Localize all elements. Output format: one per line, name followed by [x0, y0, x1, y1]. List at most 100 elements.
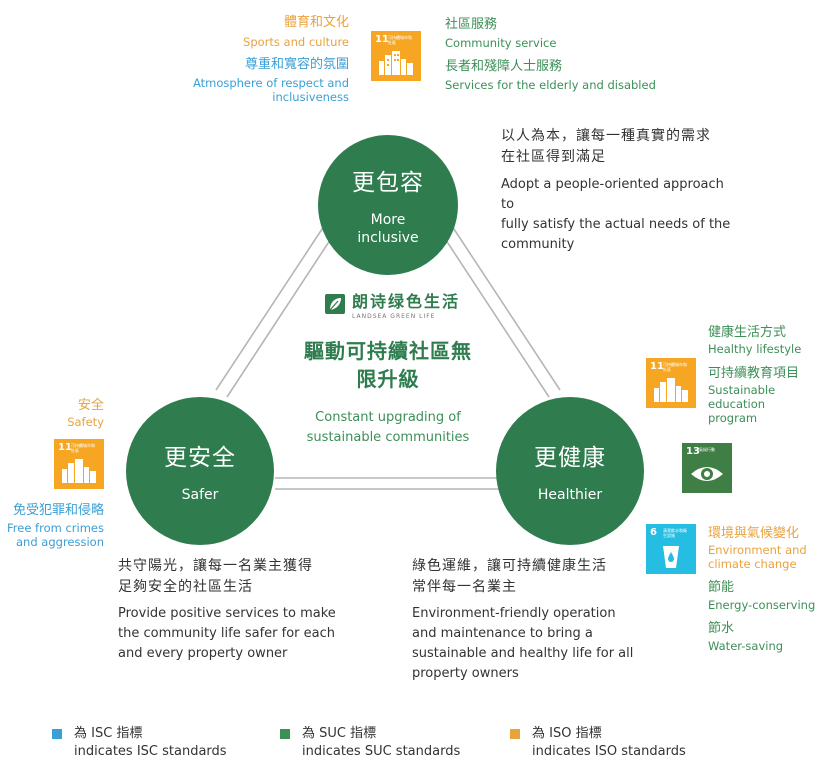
- sdg-11-icon-right: 11 可持續城市和社區: [646, 358, 696, 408]
- environment-cn: 環境與氣候變化: [708, 526, 800, 541]
- healthier-desc-cn-line1: 綠色運維，讓可持續健康生活: [412, 558, 607, 574]
- logo-en-text: LANDSEA GREEN LIFE: [352, 313, 436, 320]
- city-buildings-icon: [379, 51, 413, 75]
- center-subtitle-line1: Constant upgrading of: [315, 410, 461, 425]
- healthy-lifestyle-en: Healthy lifestyle: [708, 342, 802, 356]
- suc-legend-cn: 為 SUC 指標: [302, 726, 377, 741]
- inclusive-desc-en-line2: fully satisfy the actual needs of the: [501, 217, 731, 232]
- sdg-11-number: 11: [375, 34, 389, 45]
- inclusive-desc-cn: 以人為本，讓每一種真實的需求 在社區得到滿足: [501, 126, 741, 168]
- healthier-desc-en-line2: and maintenance to bring a: [412, 626, 593, 641]
- landsea-logo: 朗诗绿色生活 LANDSEA GREEN LIFE: [323, 292, 473, 326]
- isc-legend-text: 為 ISC 指標 indicates ISC standards: [74, 725, 227, 761]
- suc-legend-swatch: [280, 729, 290, 739]
- more-inclusive-circle: 更包容 More inclusive: [318, 135, 458, 275]
- left-edge-line-1: [215, 219, 329, 391]
- crime-free-cn: 免受犯罪和侵略: [12, 503, 104, 518]
- iso-legend-swatch: [510, 729, 520, 739]
- education-en-line3: program: [708, 411, 758, 425]
- right-edge-line-1: [447, 219, 561, 391]
- safer-desc-cn-line1: 共守陽光，讓每一名業主獲得: [118, 558, 313, 574]
- inclusive-desc-en: Adopt a people-oriented approach to full…: [501, 175, 741, 255]
- respect-en-line2: inclusiveness: [272, 90, 349, 104]
- safer-desc-en-line3: and every property owner: [118, 646, 288, 661]
- isc-legend-swatch: [52, 729, 62, 739]
- iso-legend-text: 為 ISO 指標 indicates ISO standards: [532, 725, 686, 761]
- sdg-11-label-left: 可持續城市和社區: [71, 443, 95, 453]
- environment-en-line2: climate change: [708, 557, 797, 571]
- inclusive-desc-en-line3: community: [501, 237, 575, 252]
- healthier-desc-en-line1: Environment-friendly operation: [412, 606, 616, 621]
- inclusive-desc-cn-line1: 以人為本，讓每一種真實的需求: [501, 128, 711, 144]
- safer-desc-cn: 共守陽光，讓每一名業主獲得 足夠安全的社區生活: [118, 556, 358, 598]
- elderly-service-cn: 長者和殘障人士服務: [445, 59, 563, 74]
- education-en-line1: Sustainable: [708, 383, 776, 397]
- center-title-line2: 限升級: [356, 367, 420, 391]
- healthier-circle: 更健康 Healthier: [496, 397, 644, 545]
- energy-en: Energy-conserving: [708, 598, 816, 612]
- sdg-11-icon-left: 11 可持續城市和社區: [54, 439, 104, 489]
- center-subtitle: Constant upgrading of sustainable commun…: [278, 408, 498, 448]
- city-buildings-icon: [62, 459, 96, 483]
- water-en: Water-saving: [708, 639, 784, 653]
- education-en-line2: education: [708, 397, 766, 411]
- safety-cn: 安全: [77, 398, 104, 413]
- healthy-lifestyle-cn: 健康生活方式: [708, 325, 787, 340]
- left-edge-line-2: [226, 227, 339, 398]
- isc-legend-cn: 為 ISC 指標: [74, 726, 143, 741]
- city-buildings-icon: [654, 378, 688, 402]
- logo-cn-text: 朗诗绿色生活: [352, 292, 461, 311]
- crime-free-en-line2: and aggression: [16, 535, 104, 549]
- iso-legend-en: indicates ISO standards: [532, 744, 686, 759]
- center-subtitle-line2: sustainable communities: [306, 430, 470, 445]
- respect-en-line1: Atmosphere of respect and: [192, 76, 349, 90]
- right-edge-line-2: [437, 227, 550, 398]
- iso-legend-cn: 為 ISO 指標: [532, 726, 602, 741]
- sdg-6-icon: 6 清潔飲水和衛生設施: [646, 524, 696, 574]
- sdg-11-number-left: 11: [58, 442, 72, 453]
- community-service-cn: 社區服務: [445, 17, 498, 32]
- sports-culture-en: Sports and culture: [243, 35, 349, 49]
- sdg-11-label-right: 可持續城市和社區: [663, 362, 687, 372]
- water-cn: 節水: [708, 621, 735, 636]
- center-title-line1: 驅動可持續社區無: [304, 339, 472, 363]
- healthier-desc-en-line3: sustainable and healthy life for all: [412, 646, 634, 661]
- sdg-13-label: 氣候行動: [699, 447, 715, 452]
- safety-en: Safety: [67, 415, 104, 429]
- isc-legend-en: indicates ISC standards: [74, 744, 227, 759]
- sdg-13-number: 13: [686, 446, 700, 457]
- sports-culture-cn: 體育和文化: [283, 15, 349, 30]
- healthier-desc-en-line4: property owners: [412, 666, 519, 681]
- safer-desc-en-line2: the community life safer for each: [118, 626, 335, 641]
- center-title: 驅動可持續社區無 限升級: [288, 337, 488, 393]
- healthier-en: Healthier: [537, 487, 603, 503]
- safer-en: Safer: [181, 487, 219, 503]
- community-service-en: Community service: [445, 36, 557, 50]
- more-inclusive-en-line2: inclusive: [357, 230, 419, 246]
- inclusive-desc-cn-line2: 在社區得到滿足: [501, 149, 606, 165]
- sdg-6-label: 清潔飲水和衛生設施: [663, 528, 687, 538]
- water-glass-icon: [663, 546, 679, 568]
- healthier-desc-en: Environment-friendly operation and maint…: [412, 604, 652, 684]
- healthier-desc-cn-line2: 常伴每一名業主: [412, 579, 517, 595]
- education-cn: 可持續教育項目: [708, 366, 800, 381]
- safer-circle: 更安全 Safer: [126, 397, 274, 545]
- safer-desc-en: Provide positive services to make the co…: [118, 604, 358, 664]
- respect-cn: 尊重和寬容的氛圍: [244, 57, 349, 72]
- suc-legend-text: 為 SUC 指標 indicates SUC standards: [302, 725, 460, 761]
- sdg-11-label: 可持續城市和社區: [388, 35, 412, 45]
- healthier-desc-cn: 綠色運維，讓可持續健康生活 常伴每一名業主: [412, 556, 652, 598]
- environment-en-line1: Environment and: [708, 543, 807, 557]
- eye-globe-icon: [691, 467, 723, 481]
- energy-cn: 節能: [708, 580, 735, 595]
- safer-desc-en-line1: Provide positive services to make: [118, 606, 336, 621]
- more-inclusive-en-line1: More: [370, 212, 406, 228]
- healthier-cn: 更健康: [534, 445, 606, 471]
- suc-legend-en: indicates SUC standards: [302, 744, 461, 759]
- crime-free-en-line1: Free from crimes: [7, 521, 104, 535]
- inclusive-desc-en-line1: Adopt a people-oriented approach to: [501, 177, 724, 212]
- safer-cn: 更安全: [164, 445, 236, 471]
- sdg-11-icon: 11 可持續城市和社區: [371, 31, 421, 81]
- sdg-13-icon: 13 氣候行動: [682, 443, 732, 493]
